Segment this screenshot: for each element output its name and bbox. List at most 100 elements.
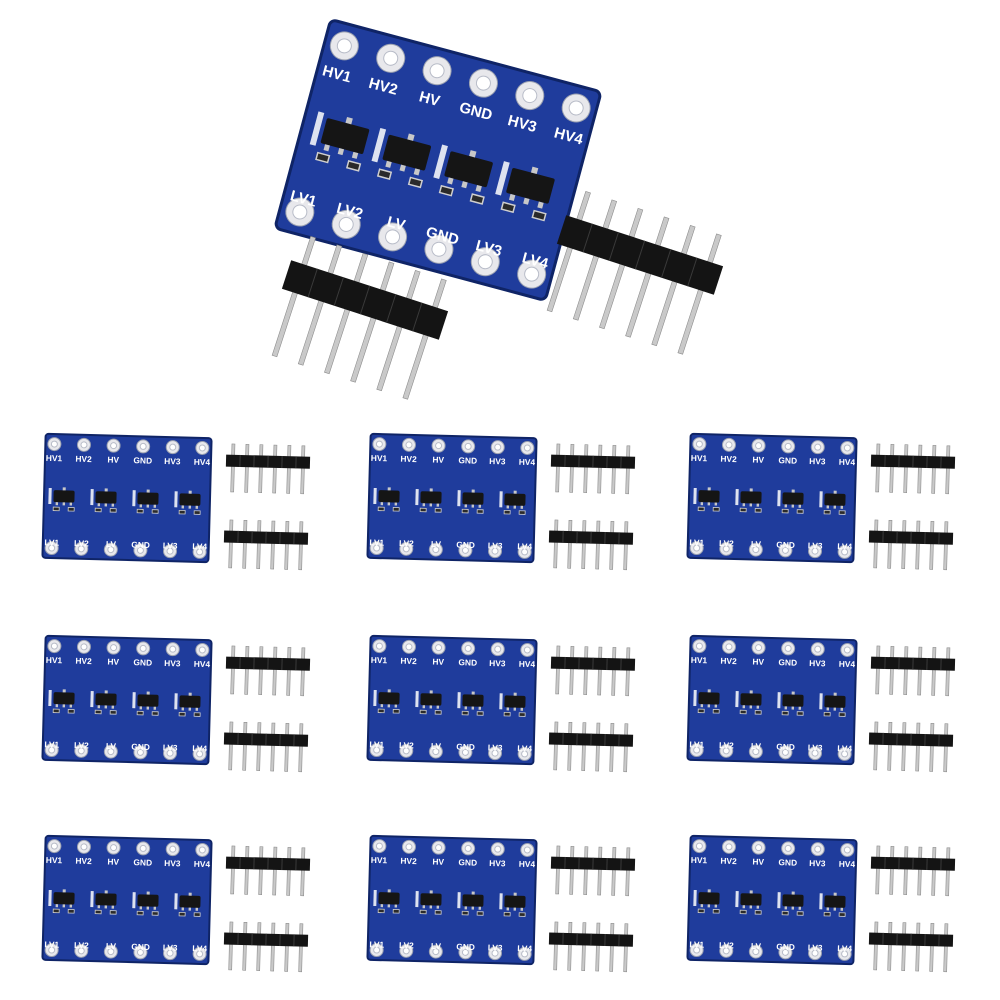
pad-hole [781,948,789,956]
pad-hole [402,747,410,755]
pin-header-strip [225,845,311,897]
pin-label: GND [776,742,795,752]
pad-hole [461,748,469,756]
resistor [376,168,393,180]
chip-leg [181,907,185,911]
silkscreen-mark [373,487,377,505]
mosfet-chip [506,168,555,204]
mosfet-chip [698,692,720,705]
chip-leg [798,706,802,710]
silkscreen-mark [819,693,823,710]
mosfet-chip [95,491,117,504]
pad-hole [198,444,206,452]
resistor [823,711,831,717]
pad-hole [784,844,792,852]
resistor [461,508,469,514]
silkscreen-mark [433,144,448,179]
pad-hole [375,842,383,850]
chip-leg [833,907,837,911]
chip-tab [791,891,795,895]
silkscreen-mark [90,691,94,708]
chip-tab [471,891,475,895]
chip-leg [742,905,746,909]
pin-label: LV4 [520,249,551,272]
mosfet-chip [420,491,442,504]
pad-hole [432,948,440,956]
pad-hole [139,644,147,652]
pin-label: GND [776,942,795,952]
chip-leg [520,707,524,711]
silkscreen-mark [174,893,178,910]
chip-tab [471,691,475,695]
pin-label: LV3 [488,742,503,752]
mosfet-chip [420,693,442,706]
pad-hole [402,545,410,553]
chip-leg [387,904,391,908]
silkscreen-mark [693,487,697,505]
pad-hole [292,204,308,220]
header-divider [307,268,318,298]
chip-tab [469,150,477,158]
resistor [461,910,469,916]
chip-leg [181,505,185,509]
pin-label: HV1 [46,655,63,665]
silkscreen-mark [777,892,781,909]
pin-label: HV [107,454,119,464]
pad-hole [752,546,760,554]
pad-hole [169,443,177,451]
pad-hole [841,750,849,758]
pad-hole [752,748,760,756]
pad-hole [464,442,472,450]
pin-label: HV4 [194,457,211,467]
chip-leg [422,503,426,507]
chip-tab [707,689,711,693]
chip-leg [700,904,704,908]
mosfet-chip [378,490,400,503]
pin-label: HV4 [519,859,536,869]
chip-leg [513,907,517,911]
pin-label: LV [751,741,762,751]
resistor [392,909,400,914]
chip-tab [513,892,517,896]
pin-label: LV4 [192,943,207,953]
pcb-board [366,634,538,766]
pin-label: LV4 [837,943,852,953]
resistor [52,506,60,512]
header-divider [582,223,593,253]
pad-hole [198,846,206,854]
pin-label: LV1 [369,739,384,749]
silkscreen-mark [693,889,697,907]
pin-label: LV3 [474,237,504,260]
pad-hole [524,266,540,282]
pin-label: HV4 [839,457,856,467]
chip-leg [707,502,711,506]
resistor [407,176,424,189]
pad-hole [811,749,819,757]
pad-hole [373,544,381,552]
chip-leg [700,502,704,506]
pad-hole [110,644,118,652]
pcb-board [41,432,213,564]
pin-header-strip [550,645,636,697]
silkscreen-mark [132,692,136,709]
pin-label: GND [131,742,150,752]
header-divider [333,277,344,306]
pcb-board [366,834,538,966]
chip-leg [69,502,73,506]
pin-label: HV4 [839,859,856,869]
chip-leg [380,904,384,908]
silkscreen-mark [373,689,377,707]
pin-label: HV1 [371,453,388,463]
pin-header-strip [548,921,634,973]
pad-hole [196,950,204,958]
pin-label: LV2 [399,940,414,950]
pad-hole [77,545,85,553]
pad-hole [461,948,469,956]
chip-leg [826,907,830,911]
